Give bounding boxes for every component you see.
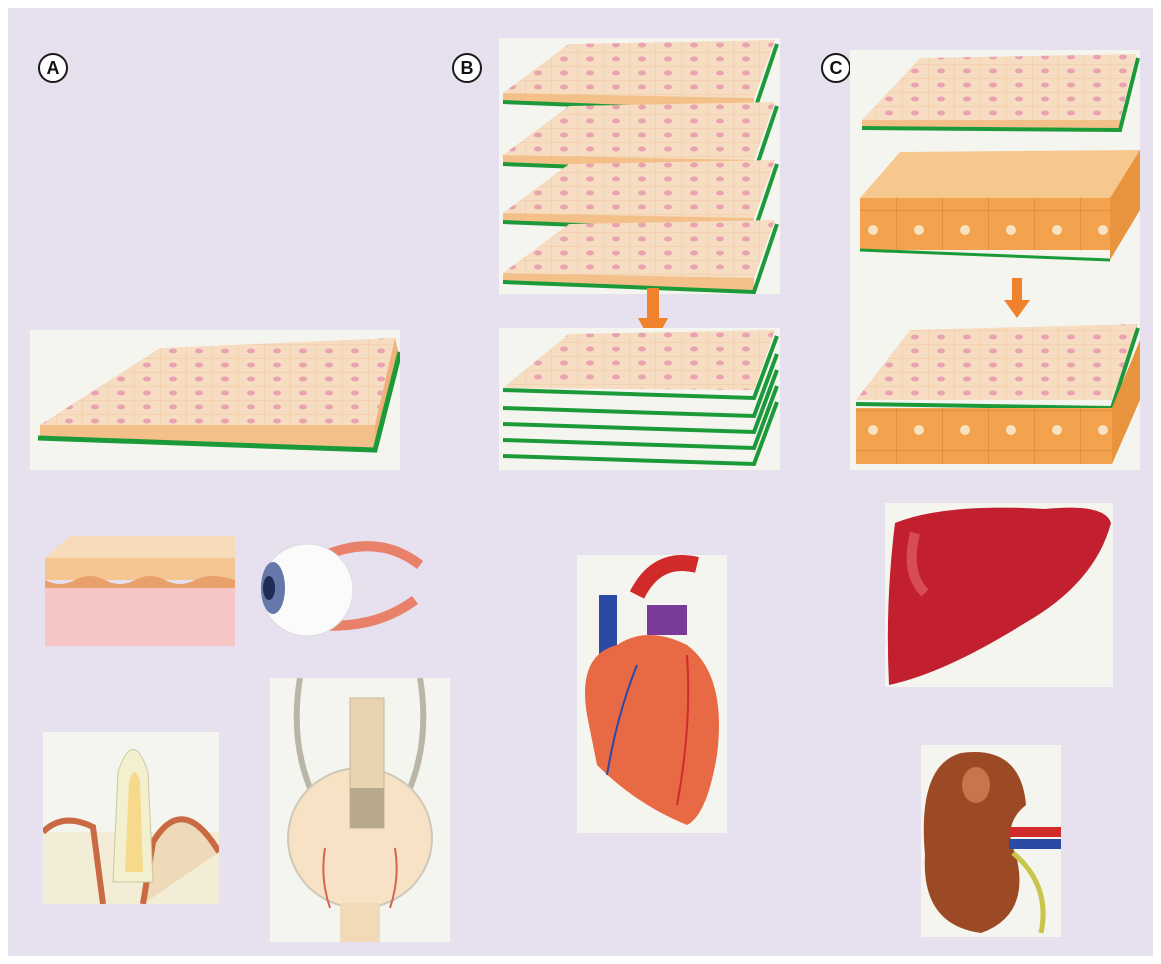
cell-sheet-icon [30, 330, 400, 470]
tooth-icon [43, 732, 219, 904]
bladder-icon [270, 678, 450, 942]
liver-icon [885, 503, 1113, 687]
sheet-cuboid-stack [850, 50, 1140, 470]
panel-b-label: B [452, 53, 482, 83]
stacked-sheets-before [499, 38, 780, 294]
heart-icon [577, 555, 727, 833]
eye-icon [255, 530, 425, 650]
panel-a-label: A [38, 53, 68, 83]
stacked-sheets-after [499, 328, 780, 470]
kidney-icon [921, 745, 1061, 937]
skin-icon [40, 528, 240, 650]
panel-c-label: C [821, 53, 851, 83]
